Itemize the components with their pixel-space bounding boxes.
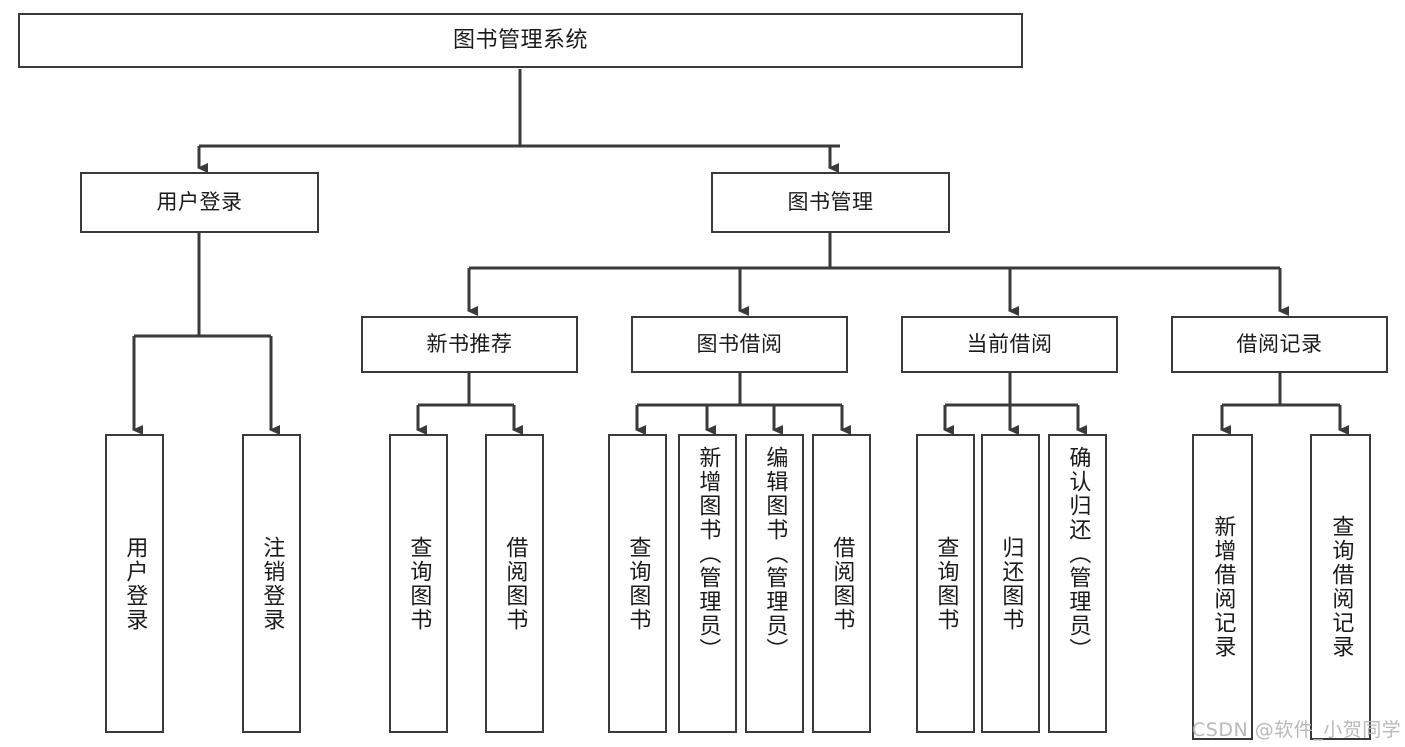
leaf-current-return-book[interactable]: 归还图书: [981, 434, 1040, 733]
leaf-record-add-record[interactable]: 新增借阅记录: [1192, 434, 1253, 740]
leaf-borrow-add-book-admin[interactable]: 新增图书（管理员）: [678, 434, 737, 733]
node-label: 借阅记录: [1236, 332, 1323, 357]
node-label: 用户登录: [156, 190, 243, 215]
node-root-system[interactable]: 图书管理系统: [18, 13, 1023, 68]
node-label: 新书推荐: [426, 332, 513, 357]
node-label: 用户登录: [122, 535, 148, 632]
node-book-borrow[interactable]: 图书借阅: [631, 316, 848, 373]
node-label: 归还图书: [998, 535, 1024, 632]
node-label: 借阅图书: [829, 535, 855, 632]
node-borrow-record[interactable]: 借阅记录: [1171, 316, 1388, 373]
node-new-book-recommend[interactable]: 新书推荐: [361, 316, 578, 373]
node-label: 图书借阅: [696, 332, 783, 357]
leaf-record-query-record[interactable]: 查询借阅记录: [1310, 434, 1371, 740]
leaf-user-login[interactable]: 用户登录: [105, 434, 164, 733]
node-label: 查询图书: [406, 535, 432, 632]
leaf-borrow-borrow-book[interactable]: 借阅图书: [812, 434, 871, 733]
node-label: 注销登录: [259, 535, 285, 632]
node-label: 图书管理: [787, 190, 874, 215]
leaf-current-query-book[interactable]: 查询图书: [916, 434, 975, 733]
node-label: 查询图书: [625, 535, 651, 632]
node-label: 编辑图书（管理员）: [762, 446, 788, 662]
node-label: 查询图书: [933, 535, 959, 632]
leaf-recommend-borrow-book[interactable]: 借阅图书: [485, 434, 544, 733]
leaf-borrow-edit-book-admin[interactable]: 编辑图书（管理员）: [745, 434, 804, 733]
leaf-user-logout[interactable]: 注销登录: [242, 434, 301, 733]
leaf-borrow-query-book[interactable]: 查询图书: [608, 434, 667, 733]
node-user-login[interactable]: 用户登录: [80, 172, 319, 233]
leaf-current-confirm-return-admin[interactable]: 确认归还（管理员）: [1048, 434, 1107, 733]
node-label: 当前借阅: [966, 332, 1053, 357]
leaf-recommend-query-book[interactable]: 查询图书: [389, 434, 448, 733]
node-label: 查询借阅记录: [1328, 515, 1354, 659]
node-current-borrow[interactable]: 当前借阅: [901, 316, 1118, 373]
node-book-management[interactable]: 图书管理: [711, 172, 950, 233]
node-label: 新增借阅记录: [1210, 515, 1236, 659]
node-label: 借阅图书: [502, 535, 528, 632]
node-label: 图书管理系统: [452, 27, 588, 53]
node-label: 新增图书（管理员）: [695, 446, 721, 662]
node-label: 确认归还（管理员）: [1065, 446, 1091, 662]
